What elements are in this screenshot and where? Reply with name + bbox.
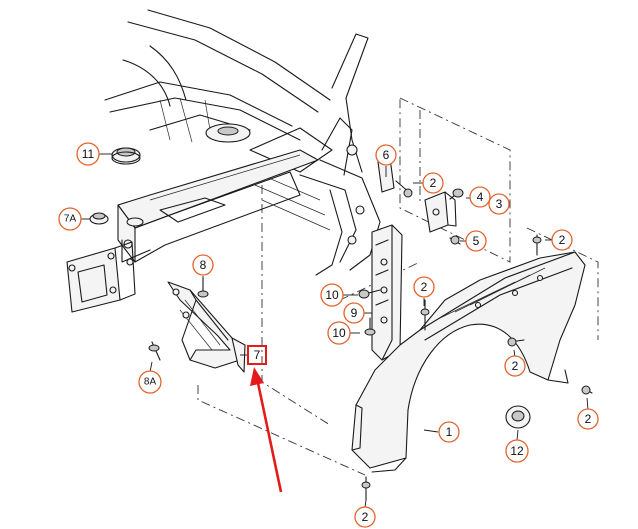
callout-label: 10 (325, 288, 339, 302)
callout-label: 9 (351, 306, 358, 320)
callout-label: 2 (559, 233, 566, 247)
callout-1: 1 (438, 421, 460, 443)
hinge-bracket (377, 157, 457, 233)
bracket-7 (167, 281, 246, 373)
callout-4: 4 (469, 186, 491, 208)
callout-8: 8 (192, 254, 214, 276)
callout-label: 2 (512, 359, 519, 373)
callout-label: 10 (332, 326, 346, 340)
callout-2: 2 (504, 355, 526, 377)
callout-label: 2 (421, 280, 428, 294)
callout-label: 12 (510, 444, 524, 458)
callout-label: 2 (585, 412, 592, 426)
callout-5: 5 (465, 230, 487, 252)
fender-1 (351, 251, 586, 473)
callout-label: 7A (64, 214, 77, 225)
callout-2: 2 (577, 408, 599, 430)
callout-7: 7 (247, 345, 267, 365)
callout-6: 6 (375, 144, 397, 166)
callout-label: 4 (477, 190, 484, 204)
grommet-12 (505, 405, 531, 429)
callout-label: 2 (430, 176, 437, 190)
fasteners (148, 180, 593, 501)
callout-10: 10 (327, 321, 351, 345)
callout-label: 11 (82, 147, 95, 161)
callout-2: 2 (551, 229, 573, 251)
callout-label: 8A (144, 377, 157, 388)
callout-2: 2 (354, 506, 376, 528)
callout-2: 2 (422, 172, 444, 194)
annotation-arrow-icon (250, 367, 283, 493)
body-structure (104, 9, 381, 276)
callout-3: 3 (488, 193, 510, 215)
callout-label: 5 (473, 234, 480, 248)
callout-label: 1 (446, 425, 453, 439)
callout-label: 8 (200, 258, 207, 272)
callout-label: 2 (362, 510, 369, 524)
callout-12: 12 (505, 439, 529, 463)
callout-7a: 7A (58, 207, 82, 231)
grommet-11 (111, 147, 141, 165)
callout-8a: 8A (138, 370, 162, 394)
callout-label: 6 (383, 148, 390, 162)
callout-label: 7 (254, 348, 261, 362)
callout-label: 3 (496, 197, 503, 211)
plug-7a (89, 212, 109, 225)
callout-10: 10 (320, 283, 344, 307)
callout-2: 2 (413, 276, 435, 298)
callout-9: 9 (343, 302, 365, 324)
highlight-box (247, 345, 267, 365)
front-member (66, 149, 319, 313)
bracket-9 (371, 224, 403, 361)
callout-11: 11 (76, 142, 100, 166)
